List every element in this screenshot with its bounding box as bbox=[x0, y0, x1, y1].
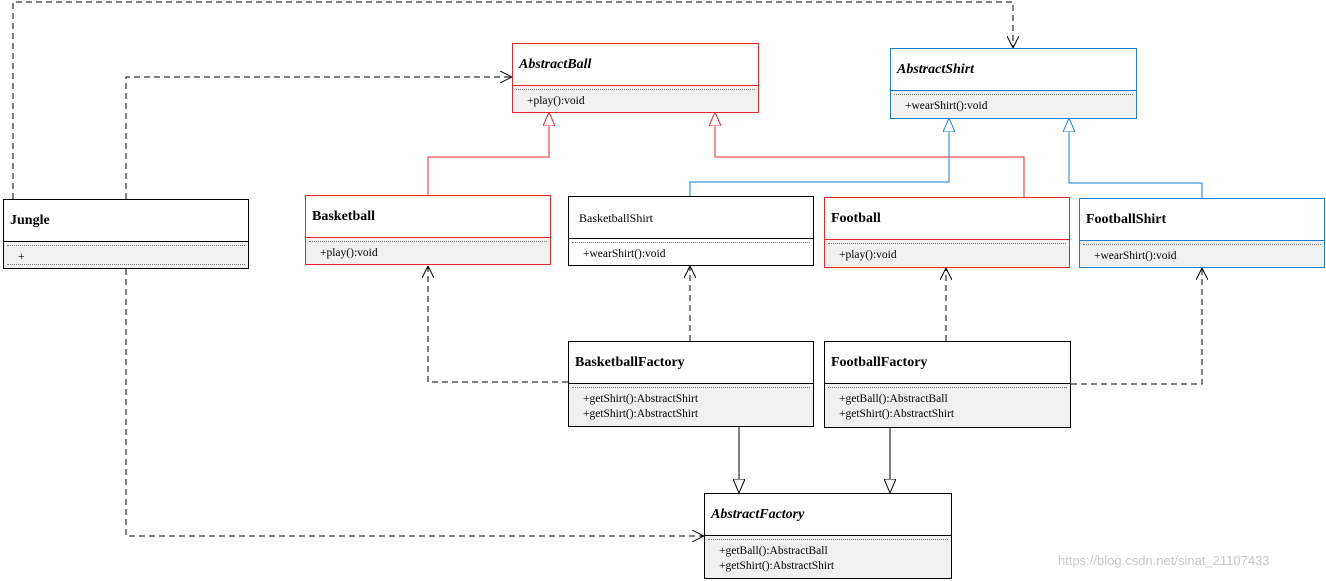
operation: +getShirt():AbstractShirt bbox=[583, 408, 699, 420]
class-operations: +getBall():AbstractBall +getShirt():Abst… bbox=[825, 383, 1070, 427]
operation: +wearShirt():void bbox=[905, 100, 988, 112]
watermark: https://blog.csdn.net/sinat_21107433 bbox=[1058, 553, 1270, 568]
class-operations: +wearShirt():void bbox=[569, 238, 813, 265]
class-name: FootballShirt bbox=[1086, 212, 1167, 227]
operation: +getBall():AbstractBall bbox=[839, 393, 948, 405]
class-operations: +wearShirt():void bbox=[1080, 240, 1324, 267]
operation: +play():void bbox=[527, 95, 585, 107]
class-name: BasketballFactory bbox=[575, 355, 685, 370]
basketball-shirt-generalization-line bbox=[689, 118, 949, 196]
operation: +getShirt():AbstractShirt bbox=[583, 393, 699, 405]
operation: +play():void bbox=[839, 249, 897, 261]
operation: +wearShirt():void bbox=[583, 248, 666, 260]
operation: +getShirt():AbstractShirt bbox=[719, 560, 835, 572]
class-name: FootballFactory bbox=[831, 355, 928, 370]
abstract-factory-class[interactable]: AbstractFactory +getBall():AbstractBall … bbox=[704, 493, 952, 579]
abstract-shirt-class[interactable]: AbstractShirt +wearShirt():void bbox=[890, 48, 1137, 119]
football-factory-class[interactable]: FootballFactory +getBall():AbstractBall … bbox=[824, 341, 1071, 428]
class-operations: +getBall():AbstractBall +getShirt():Abst… bbox=[705, 535, 951, 578]
jungle-to-abstract-factory-dependency bbox=[125, 269, 704, 536]
football-generalization-line bbox=[715, 112, 1025, 197]
football-factory-to-football-shirt-dependency bbox=[1071, 268, 1202, 385]
class-name: BasketballShirt bbox=[579, 210, 653, 225]
class-name: Football bbox=[831, 211, 881, 226]
basketball-generalization-line bbox=[427, 112, 549, 195]
class-operations: +play():void bbox=[825, 239, 1069, 267]
operation: + bbox=[18, 251, 25, 263]
operation: +getBall():AbstractBall bbox=[719, 545, 828, 557]
abstract-ball-class[interactable]: AbstractBall +play():void bbox=[512, 43, 759, 113]
basketball-factory-class[interactable]: BasketballFactory +getShirt():AbstractSh… bbox=[568, 341, 814, 427]
class-name: AbstractShirt bbox=[897, 62, 975, 77]
football-shirt-class[interactable]: FootballShirt +wearShirt():void bbox=[1079, 198, 1325, 268]
class-operations: +wearShirt():void bbox=[891, 90, 1136, 118]
class-operations: +getShirt():AbstractShirt +getShirt():Ab… bbox=[569, 383, 813, 426]
basketball-factory-to-basketball-dependency bbox=[428, 266, 568, 383]
operation: +getShirt():AbstractShirt bbox=[839, 408, 955, 420]
class-name: AbstractFactory bbox=[711, 507, 805, 522]
class-name: AbstractBall bbox=[519, 57, 592, 72]
football-shirt-generalization-line bbox=[1069, 118, 1203, 198]
class-operations: +play():void bbox=[306, 237, 550, 264]
operation: +play():void bbox=[320, 247, 378, 259]
class-name: Jungle bbox=[10, 213, 50, 228]
class-name: Basketball bbox=[312, 209, 376, 224]
class-operations: +play():void bbox=[513, 85, 758, 112]
jungle-to-abstract-shirt-dependency bbox=[12, 1, 1013, 199]
operation: +wearShirt():void bbox=[1094, 250, 1177, 262]
jungle-to-abstract-ball-dependency bbox=[125, 77, 512, 199]
football-class[interactable]: Football +play():void bbox=[824, 197, 1070, 268]
basketball-shirt-class[interactable]: BasketballShirt +wearShirt():void bbox=[568, 196, 814, 266]
class-operations: + bbox=[4, 241, 248, 268]
basketball-class[interactable]: Basketball +play():void bbox=[305, 195, 551, 265]
jungle-class[interactable]: Jungle + bbox=[3, 199, 249, 269]
